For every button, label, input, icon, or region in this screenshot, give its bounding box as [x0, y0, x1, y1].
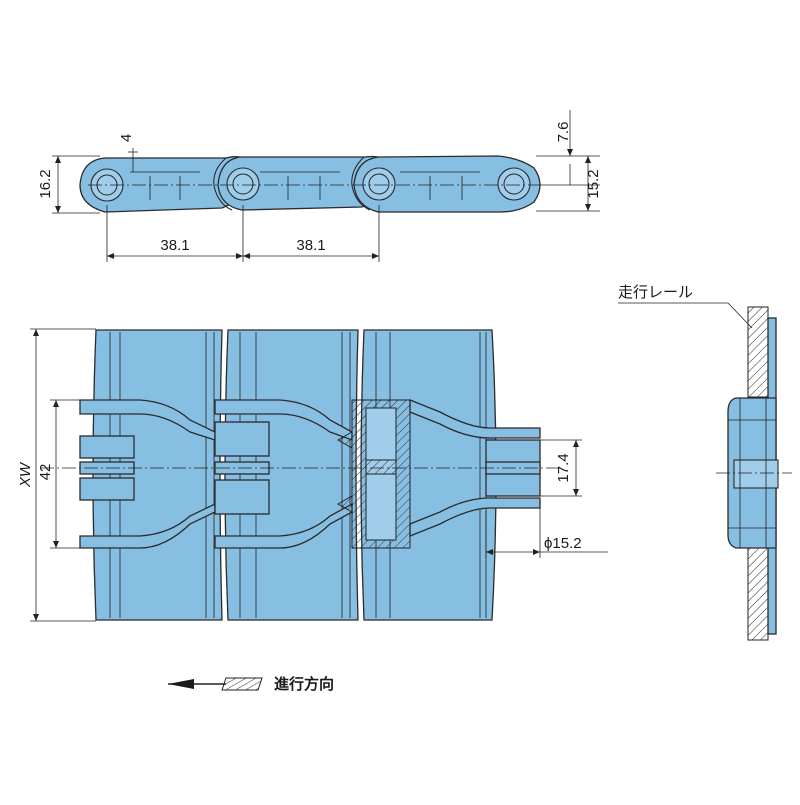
hinge-link-2 — [214, 399, 353, 549]
travel-direction: 進行方向 — [168, 675, 334, 693]
dim-center-gap: 17.4 — [540, 439, 582, 497]
top-plate-1 — [92, 329, 223, 621]
width-dim-text: XW — [17, 461, 34, 488]
dim-pin-diameter: ϕ15.2 — [485, 500, 608, 558]
rail-lower — [747, 547, 769, 641]
upper-height-dim-text: 15.2 — [585, 169, 602, 198]
dim-pitch: 38.1 38.1 — [106, 205, 380, 262]
rail-label: 走行レール — [618, 284, 693, 301]
side-view: 16.2 4 7.6 15.2 38.1 38.1 — [37, 110, 602, 262]
hinge-width-dim-text: 42 — [37, 464, 54, 481]
dim-width: XW — [17, 328, 96, 622]
direction-label: 進行方向 — [274, 675, 334, 693]
rail-upper — [747, 306, 769, 398]
side-link-3 — [353, 155, 541, 213]
plan-view: XW 42 17.4 ϕ15.2 — [17, 328, 608, 622]
direction-arrow-icon — [168, 679, 194, 689]
pin-diameter-dim-text: ϕ15.2 — [544, 535, 582, 552]
pitch-dim-1-text: 38.1 — [160, 237, 189, 254]
pitch-dim-2-text: 38.1 — [296, 237, 325, 254]
center-gap-dim-text: 17.4 — [555, 453, 572, 482]
side-pin-3 — [362, 167, 396, 201]
side-pin-2 — [226, 167, 260, 201]
side-link-2 — [217, 155, 379, 211]
end-view: 走行レール — [618, 284, 792, 641]
top-offset-dim-text: 7.6 — [555, 122, 572, 143]
dim-right: 7.6 15.2 — [536, 110, 602, 212]
side-pin-4 — [497, 167, 531, 201]
dim-pin-hole: 4 — [118, 134, 138, 172]
hinge-section — [336, 399, 411, 549]
pin-hole-dim-text: 4 — [118, 134, 135, 142]
top-plate-2 — [224, 329, 359, 621]
hinge-link-3 — [409, 399, 541, 537]
side-link-1 — [79, 156, 241, 213]
dim-height: 16.2 — [37, 155, 100, 214]
dim-hinge-width: 42 — [37, 399, 80, 549]
height-dim-text: 16.2 — [37, 169, 54, 198]
